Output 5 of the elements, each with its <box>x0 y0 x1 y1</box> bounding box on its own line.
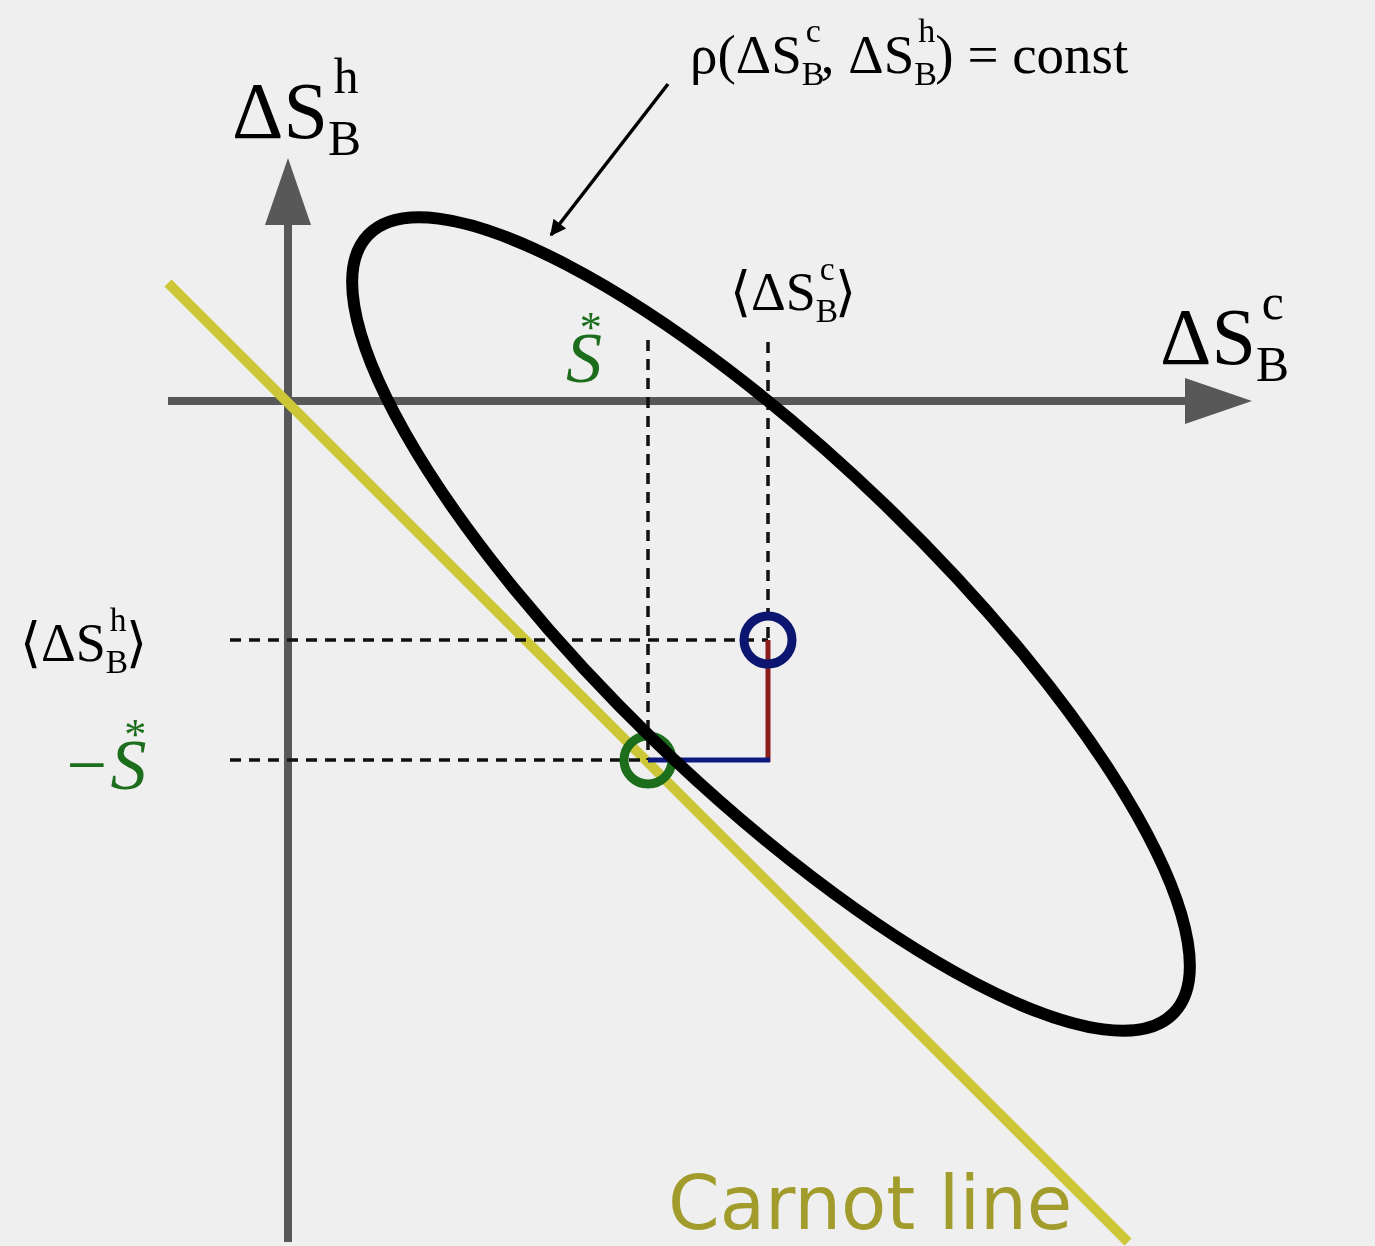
mean-label: ⟨ΔS$_{B}$$^{c}$⟩ <box>730 252 856 328</box>
mean-label: ⟨ΔS$_{B}$$^{h}$⟩ <box>20 603 148 679</box>
curve-label: ρ(ΔS$_{B}$$^{c}$, ΔS$_{B}$$^{h}$) = const <box>690 14 1129 91</box>
line-label: Carnot line <box>668 1166 1073 1240</box>
leader-arrow <box>549 82 670 237</box>
